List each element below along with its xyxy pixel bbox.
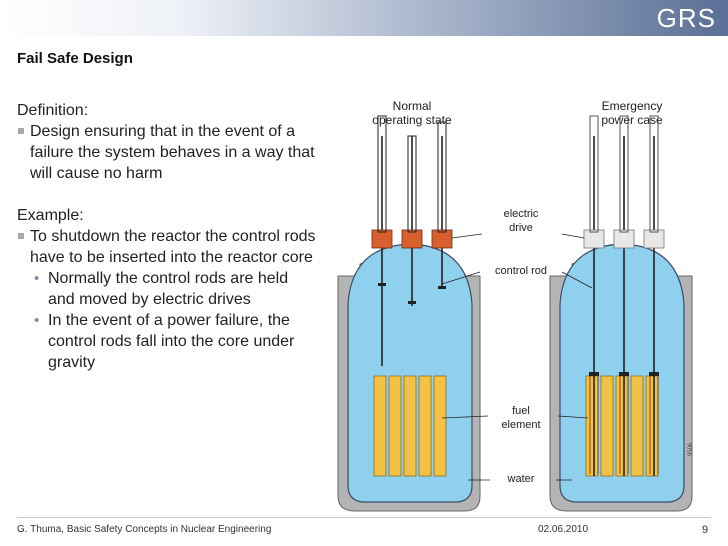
slide-content: Definition: Design ensuring that in the … [17, 100, 317, 373]
label-fuel-line2: element [501, 419, 540, 431]
grs-logo: GRS [656, 3, 716, 33]
label-electric-line1: electric [504, 208, 539, 220]
bullet-dot-icon: • [34, 312, 40, 329]
definition-label: Definition: [17, 102, 89, 119]
normal-title-line2: operating state [372, 113, 452, 127]
emergency-title-line1: Emergency [602, 99, 663, 113]
normal-title-line1: Normal [393, 99, 432, 113]
label-fuel-line1: fuel [512, 405, 530, 417]
normal-fuel-elements [373, 375, 447, 477]
normal-vessel [337, 115, 481, 512]
label-electric-line2: drive [509, 222, 533, 234]
footer-divider [17, 517, 711, 518]
sub-bullet-text: In the event of a power failure, the con… [48, 312, 295, 371]
bullet-example: To shutdown the reactor the control rods… [17, 226, 317, 268]
bullet-definition: Design ensuring that in the event of a f… [17, 121, 317, 184]
bullet-text: To shutdown the reactor the control rods… [30, 228, 316, 266]
header-bar: GRS [0, 0, 728, 36]
bullet-square-icon [18, 128, 24, 134]
slide-title: Fail Safe Design [17, 50, 133, 67]
sub-bullet-normal: • Normally the control rods are held and… [34, 268, 317, 310]
label-water: water [507, 473, 535, 485]
emergency-fuel-elements [585, 375, 659, 477]
page-number: 9 [702, 524, 709, 536]
sub-bullet-text: Normally the control rods are held and m… [48, 270, 289, 308]
footer-author: G. Thuma, Basic Safety Concepts in Nucle… [17, 524, 272, 535]
label-control-rod: control rod [495, 265, 547, 277]
emergency-vessel [549, 115, 693, 512]
example-label: Example: [17, 207, 84, 224]
bullet-square-icon [18, 233, 24, 239]
footer-date: 02.06.2010 [538, 524, 589, 535]
bullet-dot-icon: • [34, 270, 40, 287]
bullet-text: Design ensuring that in the event of a f… [30, 123, 315, 182]
figure-code: 9506 [688, 442, 694, 456]
sub-bullet-failure: • In the event of a power failure, the c… [34, 310, 317, 373]
emergency-title-line2: power case [601, 113, 663, 127]
reactor-diagram: Normal operating state Emergency power c… [337, 99, 694, 512]
